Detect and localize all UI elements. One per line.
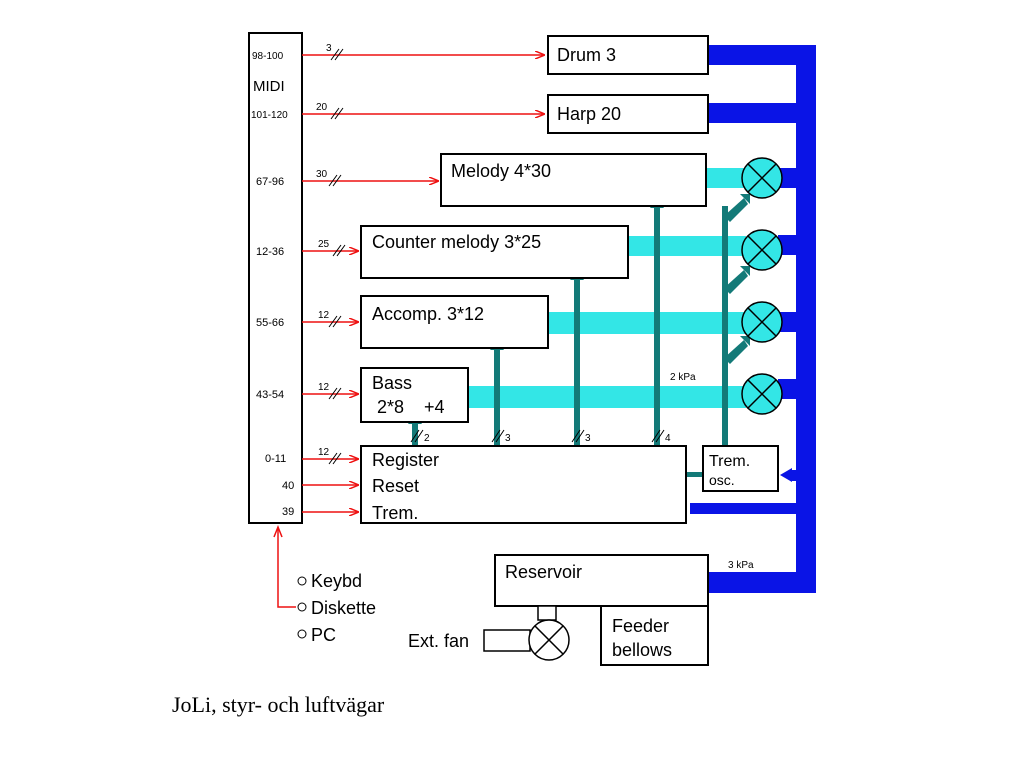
harp-label: Harp 20 bbox=[557, 104, 621, 124]
bus-width-labels: 3 20 30 25 12 12 12 2 3 3 4 bbox=[316, 43, 671, 458]
high-pressure-ducts bbox=[690, 45, 816, 593]
low-pressure-label: 2 kPa bbox=[670, 372, 696, 383]
valves bbox=[741, 157, 783, 415]
control-lines bbox=[273, 55, 544, 608]
bass-count-label: 2*8 +4 bbox=[372, 397, 445, 417]
valve-melody bbox=[741, 157, 783, 199]
osc-label: osc. bbox=[709, 472, 735, 488]
reservoir-label: Reservoir bbox=[505, 562, 582, 582]
register-output-label: 3 bbox=[505, 433, 511, 444]
drum-block: Drum 3 bbox=[547, 35, 709, 75]
accomp-block: Accomp. 3*12 bbox=[360, 295, 549, 349]
register-output-label: 2 bbox=[424, 433, 430, 444]
bus-width-label: 12 bbox=[318, 382, 330, 393]
counter-melody-label: Counter melody 3*25 bbox=[372, 232, 541, 252]
bus-width-label: 12 bbox=[318, 310, 330, 321]
valve-accomp bbox=[741, 301, 783, 343]
midi-range-label: 67-96 bbox=[256, 176, 284, 188]
melody-label: Melody 4*30 bbox=[451, 161, 551, 181]
midi-interface-box bbox=[248, 32, 303, 524]
midi-ranges: 98-100 101-120 67-96 12-36 55-66 43-54 0… bbox=[251, 51, 294, 518]
trem-osc-block: Trem. osc. bbox=[702, 445, 779, 492]
bass-label: Bass bbox=[372, 373, 412, 393]
midi-range-label: 55-66 bbox=[256, 317, 284, 329]
reset-label: Reset bbox=[372, 476, 419, 496]
feeder-bellows-block: Feeder bellows bbox=[600, 605, 709, 666]
midi-range-label: 40 bbox=[282, 480, 294, 492]
ext-fan: Ext. fan bbox=[408, 605, 570, 661]
bellows-label: bellows bbox=[612, 640, 672, 660]
input-keybd: Keybd bbox=[311, 571, 362, 591]
low-pressure-ducts bbox=[468, 168, 746, 408]
trem-osc-label: Trem. bbox=[709, 453, 750, 470]
bus-width-label: 25 bbox=[318, 239, 330, 250]
register-output-label: 4 bbox=[665, 433, 671, 444]
register-block: Register Reset Trem. bbox=[360, 445, 687, 524]
valve-counter bbox=[741, 229, 783, 271]
midi-range-label: 0-11 bbox=[265, 453, 286, 465]
counter-melody-block: Counter melody 3*25 bbox=[360, 225, 629, 279]
feeder-label: Feeder bbox=[612, 616, 669, 636]
drum-label: Drum 3 bbox=[557, 45, 616, 65]
bus-width-label: 3 bbox=[326, 43, 332, 54]
register-label: Register bbox=[372, 450, 439, 470]
bus-ticks bbox=[328, 48, 665, 465]
midi-title: MIDI bbox=[253, 78, 285, 95]
input-diskette: Diskette bbox=[311, 598, 376, 618]
melody-block: Melody 4*30 bbox=[440, 153, 707, 207]
high-pressure-label: 3 kPa bbox=[728, 560, 754, 571]
bus-width-label: 12 bbox=[318, 447, 330, 458]
midi-range-label: 43-54 bbox=[256, 389, 284, 401]
accomp-label: Accomp. 3*12 bbox=[372, 304, 484, 324]
register-output-label: 3 bbox=[585, 433, 591, 444]
reservoir-block: Reservoir bbox=[494, 554, 709, 607]
trem-label: Trem. bbox=[372, 503, 418, 523]
bus-width-label: 30 bbox=[316, 169, 328, 180]
bass-block: Bass 2*8 +4 bbox=[360, 367, 469, 423]
valve-bass bbox=[741, 373, 783, 415]
harp-block: Harp 20 bbox=[547, 94, 709, 134]
midi-range-label: 101-120 bbox=[251, 110, 288, 121]
midi-range-label: 98-100 bbox=[252, 51, 284, 62]
ext-fan-label: Ext. fan bbox=[408, 631, 469, 651]
input-pc: PC bbox=[311, 625, 336, 645]
midi-range-label: 39 bbox=[282, 506, 294, 518]
input-sources: Keybd Diskette PC bbox=[297, 571, 376, 645]
midi-range-label: 12-36 bbox=[256, 246, 284, 258]
caption: JoLi, styr- och luftvägar bbox=[172, 692, 385, 717]
bus-width-label: 20 bbox=[316, 102, 328, 113]
